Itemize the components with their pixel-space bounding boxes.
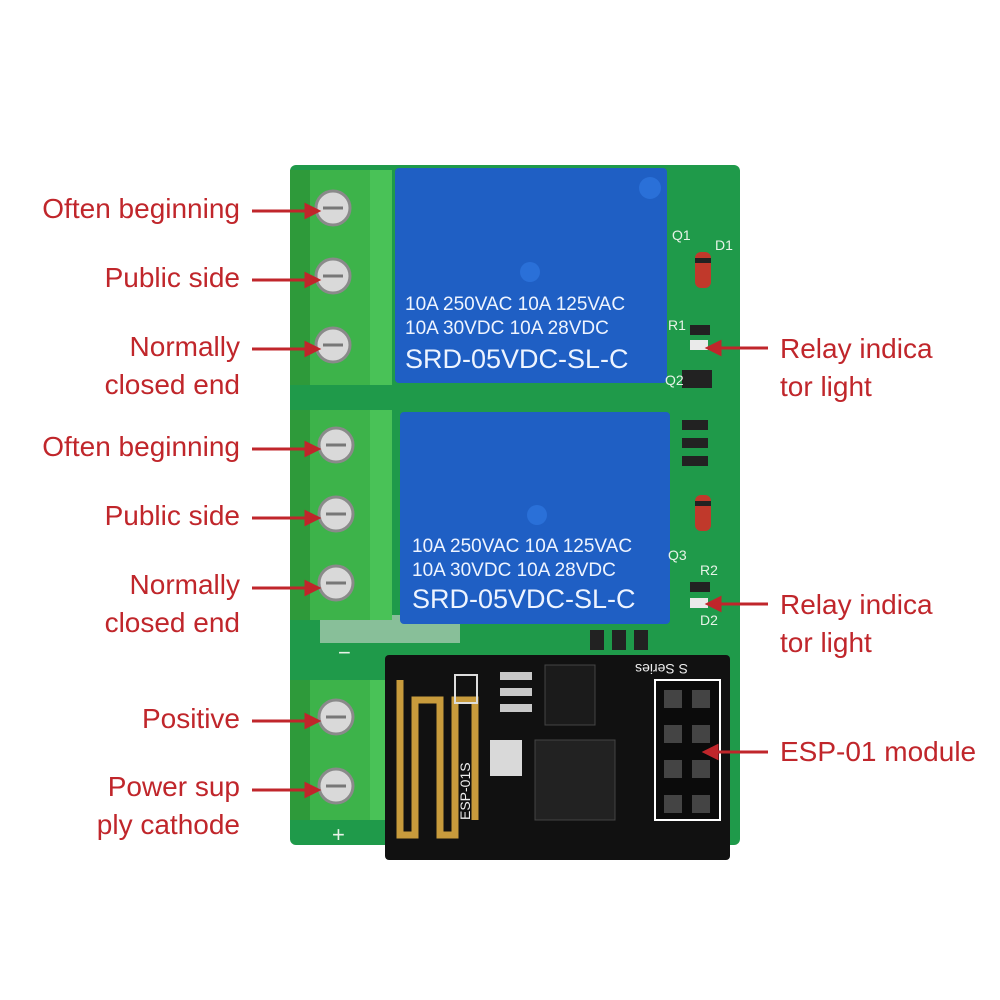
relay-1: 10A 250VAC 10A 125VAC 10A 30VDC 10A 28VD… [395, 168, 667, 383]
label-normally-closed-end-1: Normally closed end [105, 328, 240, 404]
indicator-led-2 [690, 598, 708, 608]
silk-d2: D2 [700, 612, 718, 628]
silk-r2: R2 [700, 562, 718, 578]
label-line: Positive [141, 703, 240, 734]
esp-chip [534, 739, 616, 821]
relay-2-rating-2: 10A 30VDC 10A 28VDC [412, 560, 616, 581]
label-line: Normally [129, 331, 240, 362]
esp-series-text: S Series [635, 661, 688, 677]
label-line: Relay indica [780, 589, 933, 620]
silk-minus: − [338, 640, 351, 665]
label-positive: Positive [142, 700, 240, 738]
label-normally-closed-end-2: Normally closed end [105, 566, 240, 642]
label-line: Often beginning [42, 431, 240, 462]
relay-1-rating-1: 10A 250VAC 10A 125VAC [405, 294, 625, 315]
esp-chip-text: ESP-01S [457, 762, 473, 820]
relay-2-model: SRD-05VDC-SL-C [412, 584, 636, 614]
label-power-supply-cathode: Power sup ply cathode [97, 768, 240, 844]
silk-r1: R1 [668, 317, 686, 333]
indicator-led-1 [690, 340, 708, 350]
label-line: Power sup [107, 771, 240, 802]
relay-2: 10A 250VAC 10A 125VAC 10A 30VDC 10A 28VD… [400, 412, 670, 624]
silk-plus: + [332, 822, 345, 847]
smd-components [590, 325, 712, 650]
silk-q1: Q1 [672, 227, 691, 243]
label-line: Often beginning [42, 193, 240, 224]
silk-q3: Q3 [668, 547, 687, 563]
label-line: tor light [780, 371, 872, 402]
label-line: closed end [104, 607, 240, 638]
label-often-beginning-1: Often beginning [42, 190, 240, 228]
relay-2-rating-1: 10A 250VAC 10A 125VAC [412, 536, 632, 557]
label-line: Normally [129, 569, 240, 600]
label-line: closed end [104, 369, 240, 400]
arrows-left [252, 202, 322, 799]
label-public-side-1: Public side [105, 259, 240, 297]
arrows-right [701, 339, 768, 761]
diode-d1 [695, 252, 711, 288]
relay-1-rating-2: 10A 30VDC 10A 28VDC [405, 318, 609, 339]
relay-1-model: SRD-05VDC-SL-C [405, 344, 629, 374]
label-public-side-2: Public side [105, 497, 240, 535]
label-esp-01-module: ESP-01 module [780, 733, 976, 771]
label-relay-indicator-light-1: Relay indica tor light [780, 330, 933, 406]
diode-d2 [695, 495, 711, 531]
label-often-beginning-2: Often beginning [42, 428, 240, 466]
label-line: ply cathode [96, 809, 240, 840]
label-line: tor light [780, 627, 872, 658]
label-relay-indicator-light-2: Relay indica tor light [780, 586, 933, 662]
screw-slots [323, 206, 346, 788]
label-line: ESP-01 module [780, 736, 977, 767]
label-line: Public side [104, 262, 240, 293]
silk-q2: Q2 [665, 372, 684, 388]
pcb-antenna [396, 680, 479, 839]
esp-01-module: S Series ESP-01S [385, 655, 730, 860]
label-line: Relay indica [780, 333, 933, 364]
label-line: Public side [104, 500, 240, 531]
silk-d1: D1 [715, 237, 733, 253]
